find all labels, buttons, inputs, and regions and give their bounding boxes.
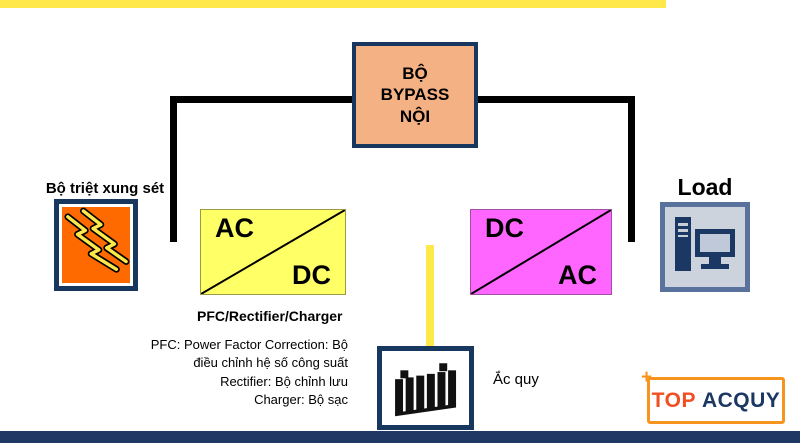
bypass-wire-right-drop — [628, 96, 635, 242]
rectifier-input-label: AC — [215, 213, 254, 243]
inverter-input-label: DC — [485, 213, 524, 243]
computer-icon — [675, 217, 735, 271]
bypass-label-line1: BỘ — [402, 64, 428, 84]
rectifier-output-label: DC — [292, 260, 331, 290]
bypass-label-line3: NỘI — [399, 106, 431, 126]
logo-text-top: TOP — [651, 388, 696, 412]
rectifier-box: AC DC — [200, 209, 346, 295]
main-power-bus-wire — [0, 0, 666, 8]
surge-protector-fill — [62, 207, 130, 283]
logo-text-acquy: ACQUY — [701, 388, 781, 412]
inverter-box: DC AC — [470, 209, 612, 295]
notes-block: PFC: Power Factor Correction: Bộ điều ch… — [105, 336, 348, 410]
logo-plus-mark: + — [641, 367, 653, 388]
surge-protector-box — [54, 199, 138, 291]
note-line-3: Rectifier: Bộ chỉnh lưu — [220, 373, 348, 389]
battery-branch-wire — [426, 245, 434, 348]
note-line-2: điều chỉnh hệ số công suất — [193, 355, 348, 371]
rectifier-caption: PFC/Rectifier/Charger — [197, 308, 343, 324]
battery-box — [377, 346, 474, 430]
inverter-output-label: AC — [558, 260, 597, 290]
lightning-bolts-icon — [64, 207, 130, 273]
load-label: Load — [677, 174, 733, 200]
note-line-4: Charger: Bộ sạc — [254, 392, 348, 408]
battery-label: Ắc quy — [493, 371, 539, 388]
battery-icon — [394, 363, 456, 417]
bypass-wire-top-right — [478, 96, 635, 103]
note-line-1: PFC: Power Factor Correction: Bộ — [150, 337, 348, 352]
diagonal-divider-icon — [201, 210, 345, 294]
brand-logo: + TOP ACQUY — [641, 367, 785, 424]
load-box — [660, 202, 750, 292]
bypass-module-box: BỘ BYPASS NỘI — [352, 42, 478, 148]
bypass-wire-left-drop — [170, 96, 177, 242]
bypass-label-line2: BYPASS — [380, 85, 450, 105]
diagonal-divider-icon — [471, 210, 611, 294]
bypass-wire-top-left — [170, 96, 352, 103]
surge-protector-label: Bộ triệt xung sét — [45, 180, 165, 197]
footer-bar — [0, 431, 800, 443]
